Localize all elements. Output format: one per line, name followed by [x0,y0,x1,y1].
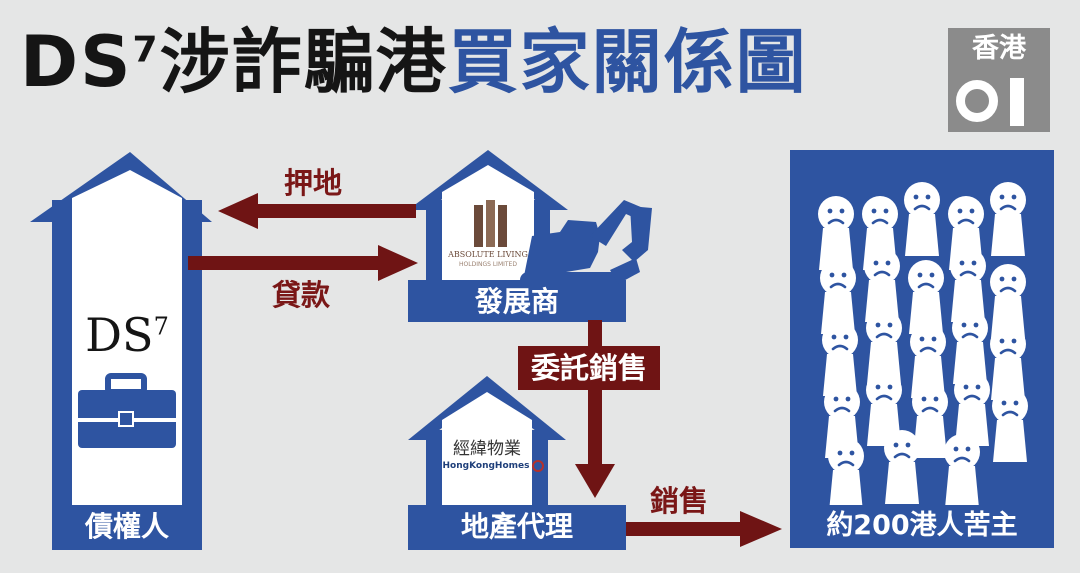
agency-house [408,376,626,550]
sales-label: 銷售 [650,484,709,518]
arrow-mortgage [218,193,416,229]
developer-label: 發展商 [474,285,559,318]
creditor-house [30,152,212,550]
consign-label-bg [518,346,660,390]
arrow-sales [626,511,782,547]
hk01-logo-zero [956,80,998,122]
title-ds: DS [20,21,133,103]
consign-label: 委託銷售 [530,351,647,385]
mortgage-label: 押地 [284,166,343,200]
creditor-label: 債權人 [84,510,169,543]
hk01-logo: 香港 [948,28,1050,132]
excavator-icon [520,200,652,290]
developer-house [408,150,652,322]
hk01-logo-one [1010,78,1024,126]
developer-brand: ABSOLUTE LIVING [448,250,528,259]
creditor-brand-superscript: 7 [153,312,169,341]
title-main-blue: 買家關係圖 [447,21,808,103]
creditor-brand: DS7 [72,308,182,362]
agency-brand-en: HongKongHomes [442,461,530,471]
absolute-living-logo [474,200,507,247]
title-ds-superscript: 7 [132,29,160,71]
agency-brand-cn: 經緯物業 [453,439,521,459]
arrow-loan [188,245,418,281]
developer-brand-sub: HOLDINGS LIMITED [459,261,517,268]
hk01-logo-text: 香港 [972,33,1026,64]
agency-label: 地產代理 [460,510,573,543]
title-main-black: 涉詐騙港 [159,21,448,103]
creditor-brand-text: DS [85,308,154,362]
diagram-title: DS7涉詐騙港買家關係圖 [20,22,808,102]
briefcase-icon [78,373,176,448]
hkhomes-logo-mark [532,460,544,472]
loan-label: 貸款 [272,278,331,312]
victims-label: 約200港人苦主 [826,510,1018,541]
victims-panel [790,150,1054,548]
